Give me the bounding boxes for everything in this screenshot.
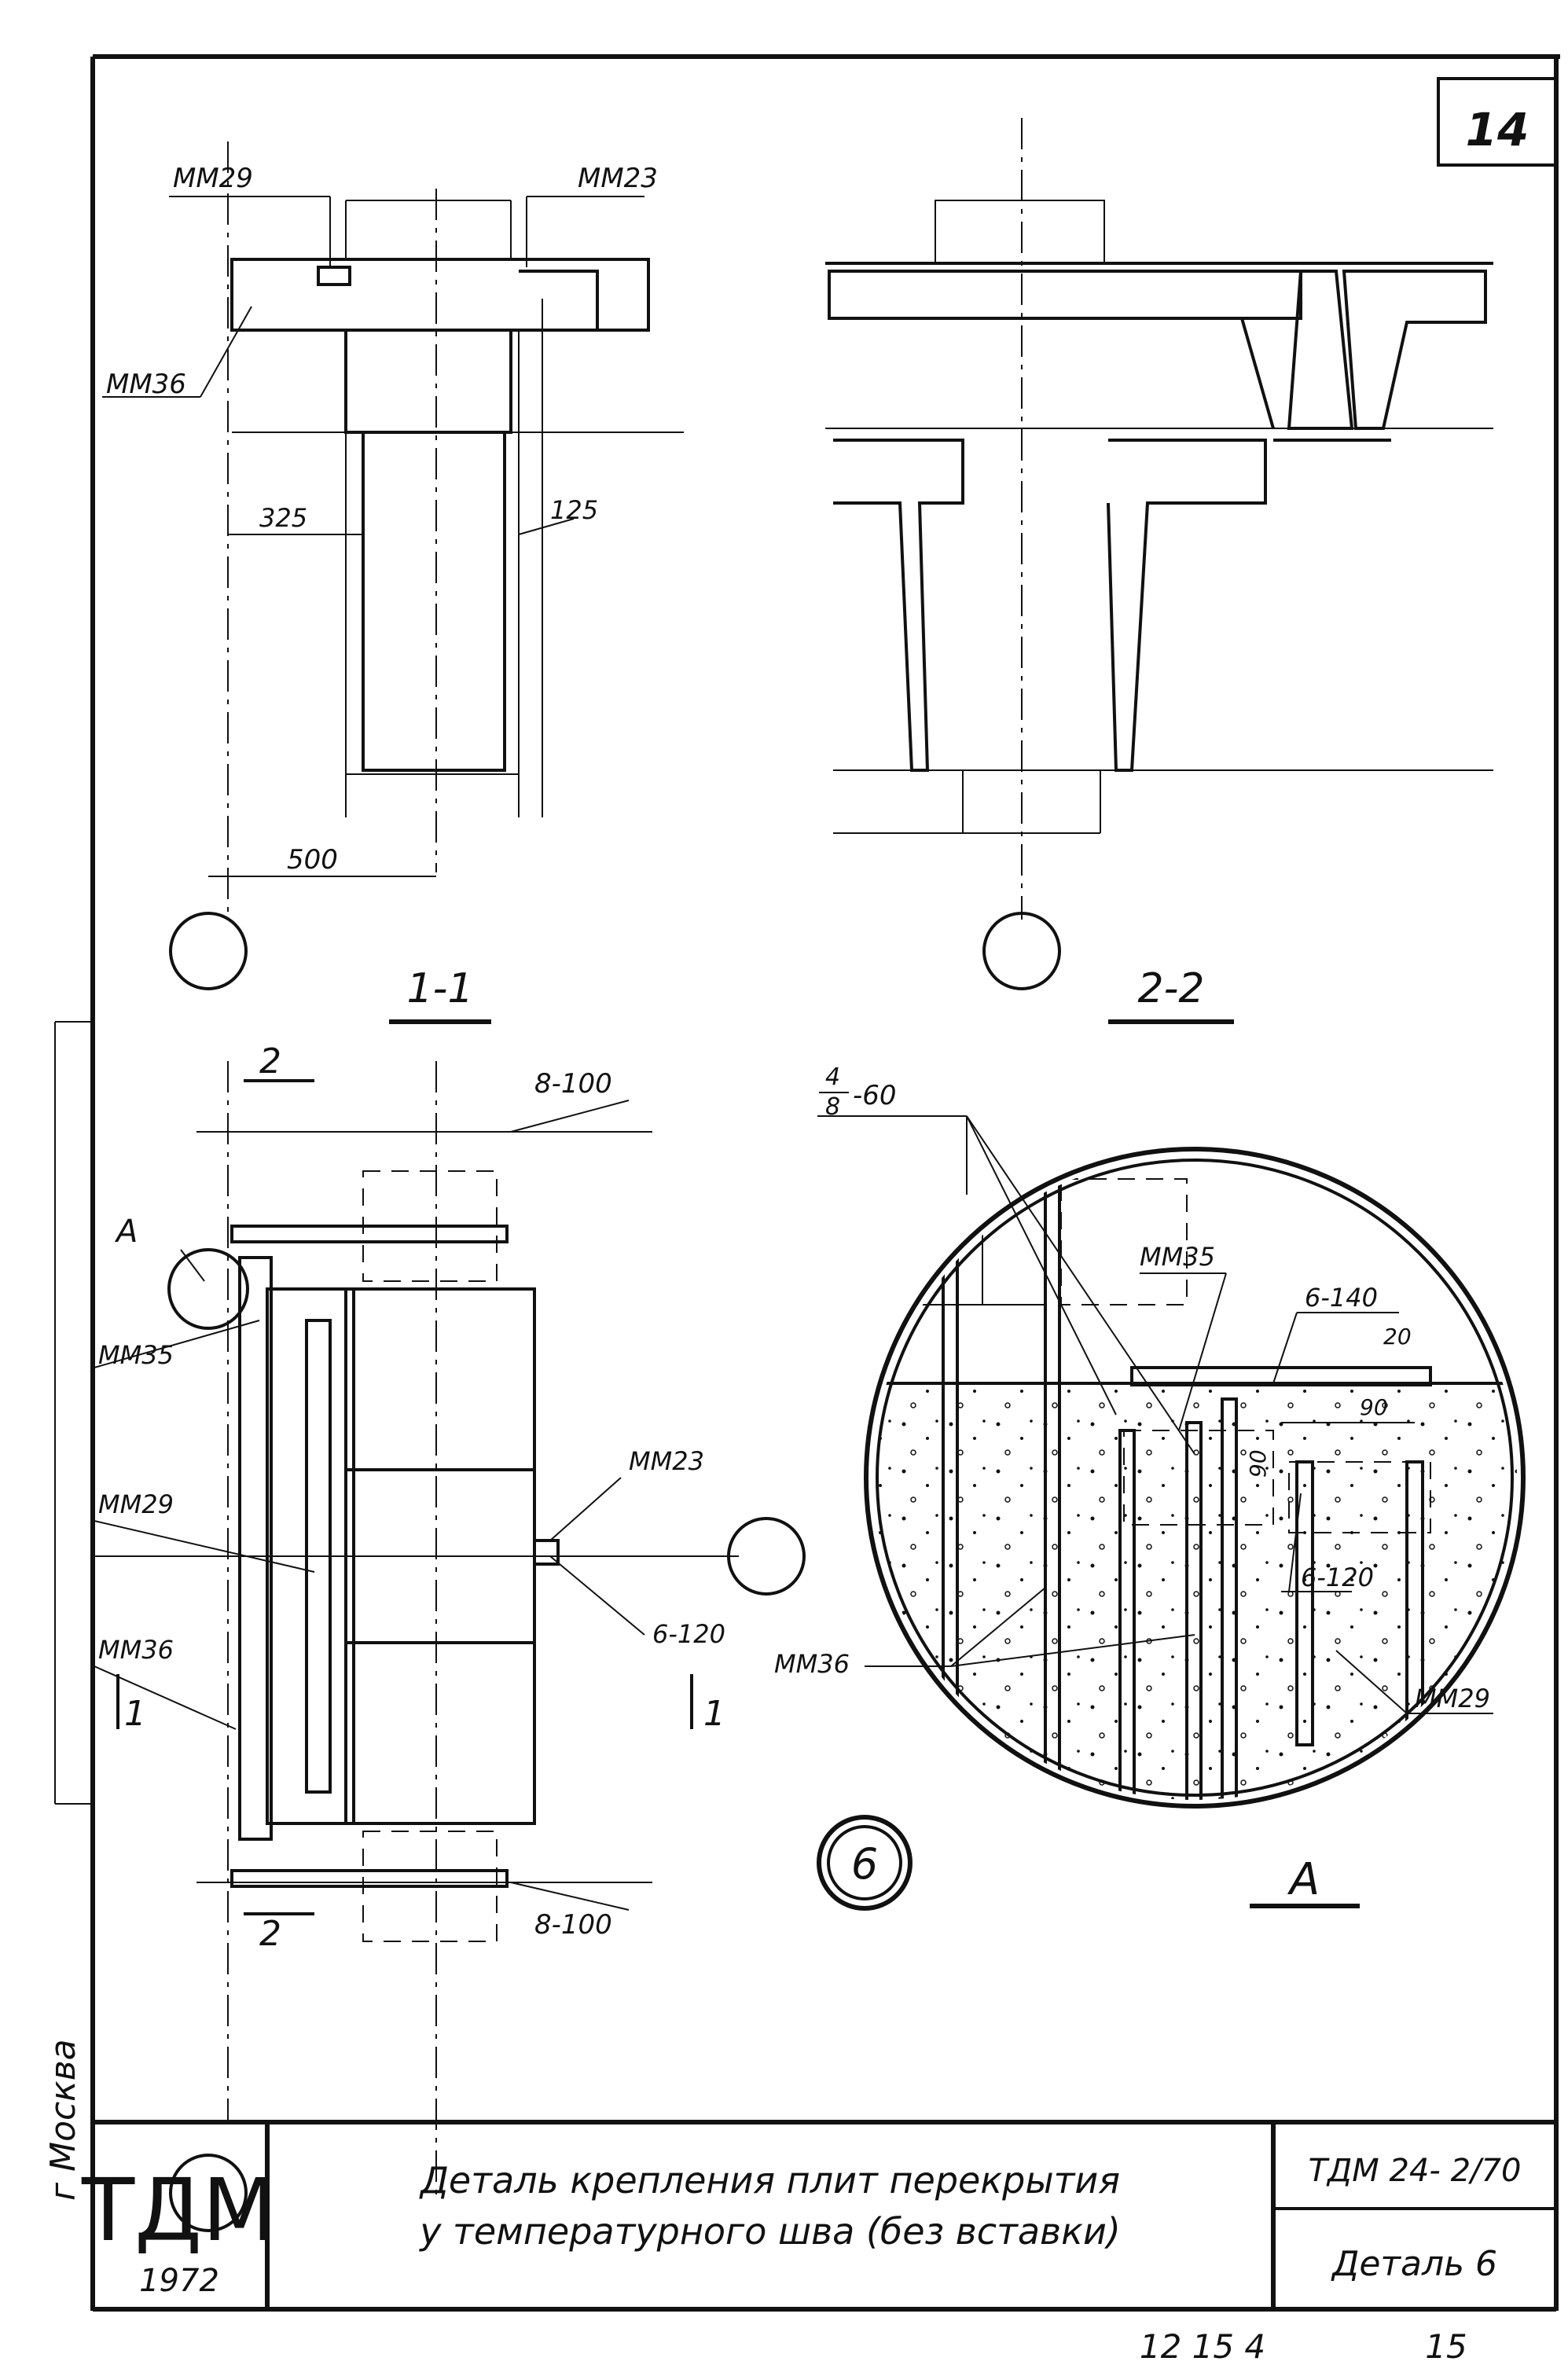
label-mm35-plan: ММ35 — [98, 1340, 174, 1370]
plan-view — [94, 1061, 806, 2232]
title-block-year: 1972 — [139, 2263, 219, 2299]
detail-a — [817, 1115, 1526, 1911]
label-mm23-plan: ММ23 — [629, 1446, 704, 1476]
label-weld-6-140: 6-140 — [1305, 1283, 1378, 1313]
detail-number: 6 — [851, 1839, 878, 1889]
detail-view-label: A — [1287, 1854, 1320, 1905]
cut-mark-2-bottom: 2 — [259, 1914, 281, 1954]
axis-marker — [982, 912, 1061, 990]
title-line-2: у температурного шва (без вставки) — [418, 2210, 1121, 2253]
axis-marker — [169, 912, 248, 990]
label-view-a: А — [114, 1214, 138, 1250]
label-rebar-8-100-top: 8-100 — [534, 1068, 612, 1100]
title-block — [93, 2120, 1556, 2309]
label-mm36-plan: ММ36 — [98, 1635, 174, 1665]
dim-90-h: 90 — [1360, 1394, 1388, 1420]
label-mm35-detail: ММ35 — [1140, 1242, 1215, 1272]
side-stamp: г Москва — [43, 2039, 83, 2201]
label-weld-6-120-detail: 6-120 — [1301, 1563, 1374, 1592]
series-code: ТДМ 24- 2/70 — [1309, 2153, 1522, 2189]
sheet-frame — [54, 54, 1560, 2312]
label-mm29-detail: ММ29 — [1415, 1684, 1490, 1713]
cut-mark-2-top: 2 — [259, 1041, 281, 1082]
label-mm36-detail: ММ36 — [774, 1649, 850, 1679]
label-mm29-plan: ММ29 — [98, 1489, 174, 1519]
bottom-code-right: 15 — [1425, 2327, 1467, 2366]
dim-325: 325 — [259, 503, 307, 533]
section-2-2-label: 2-2 — [1138, 965, 1205, 1012]
fraction-denominator: 8 — [825, 1093, 840, 1121]
detail-reference: Деталь 6 — [1331, 2244, 1497, 2284]
cut-mark-1-right: 1 — [703, 1694, 725, 1734]
dim-500: 500 — [287, 844, 338, 876]
page-number: 14 — [1466, 103, 1529, 156]
section-2-2 — [825, 118, 1493, 1024]
axis-marker — [169, 2154, 248, 2232]
title-line-1: Деталь крепления плит перекрытия — [419, 2159, 1120, 2202]
dim-20: 20 — [1383, 1324, 1412, 1350]
dim-90-v: 90 — [1245, 1449, 1271, 1478]
section-1-1-label: 1-1 — [407, 965, 474, 1012]
fraction-numerator: 4 — [825, 1063, 840, 1091]
hatched-column — [362, 431, 506, 772]
bottom-code-left: 12 15 4 — [1140, 2327, 1265, 2366]
label-mm36-top: ММ36 — [106, 369, 186, 400]
axis-marker — [727, 1517, 806, 1596]
label-rebar-8-100-bottom: 8-100 — [534, 1909, 612, 1941]
label-mm23-top: ММ23 — [578, 163, 658, 194]
fraction-suffix: -60 — [853, 1080, 897, 1111]
detail-number-circle — [817, 1815, 913, 1911]
label-mm29-top: ММ29 — [173, 163, 253, 194]
dim-125: 125 — [550, 495, 598, 525]
label-weld-6-120-plan: 6-120 — [652, 1619, 725, 1649]
cut-mark-1-left: 1 — [124, 1694, 146, 1734]
section-1-1 — [102, 141, 684, 1024]
title-block-logo: ТДМ — [81, 2160, 277, 2260]
